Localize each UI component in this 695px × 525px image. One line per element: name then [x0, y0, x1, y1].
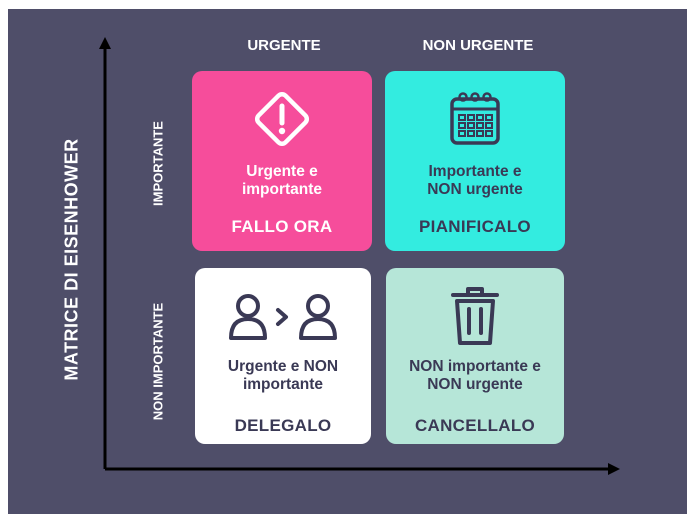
quadrant-description: Importante e NON urgente — [427, 163, 523, 198]
quadrant-description: Urgente e NON importante — [227, 358, 339, 393]
quadrant-action: CANCELLALO — [414, 416, 536, 435]
matrix-canvas: MATRICE DI EISENHOWER URGENTE NON URGENT… — [8, 9, 687, 514]
quadrant-action: DELEGALO — [234, 416, 332, 435]
trash-icon — [450, 282, 500, 350]
quadrant-description: NON importante e NON urgente — [409, 358, 541, 393]
quadrant-plan: Importante e NON urgente PIANIFICALO — [385, 71, 565, 251]
warning-diamond-icon — [249, 85, 315, 153]
calendar-icon — [446, 85, 504, 153]
row-header-important: IMPORTANTE — [150, 121, 166, 206]
quadrant-delegate: Urgente e NON importante DELEGALO — [195, 268, 371, 444]
delegate-users-icon — [223, 282, 343, 350]
quadrant-action: FALLO ORA — [231, 217, 333, 236]
matrix-title: MATRICE DI EISENHOWER — [61, 138, 82, 381]
quadrant-action: PIANIFICALO — [419, 217, 531, 236]
quadrant-description: Urgente e importante — [241, 163, 323, 198]
row-header-not-important: NON IMPORTANTE — [150, 302, 166, 421]
axes — [99, 37, 620, 475]
column-header-not-urgent: NON URGENTE — [422, 37, 534, 54]
quadrant-delete: NON importante e NON urgente CANCELLALO — [386, 268, 564, 444]
quadrant-do-now: Urgente e importante FALLO ORA — [192, 71, 372, 251]
column-header-urgent: URGENTE — [247, 37, 321, 54]
